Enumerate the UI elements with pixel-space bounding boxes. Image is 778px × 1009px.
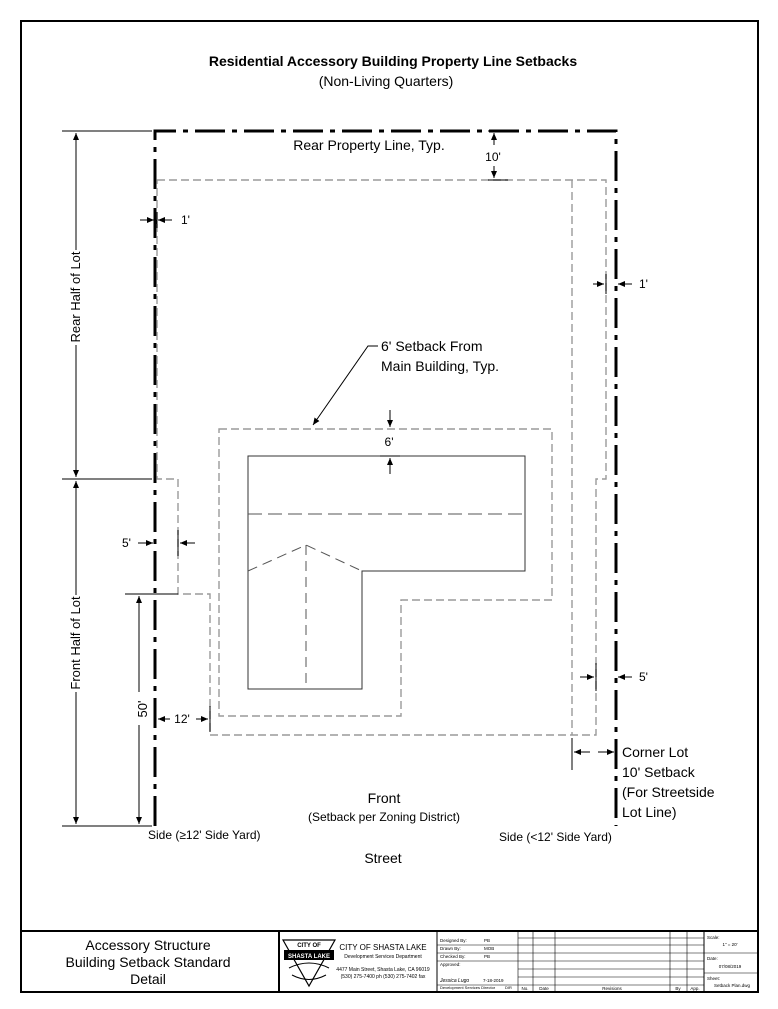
approver-name: Jessica Lugo: [439, 978, 469, 984]
approved-label: Approved:: [440, 962, 461, 967]
twelve-ft-label: 12': [174, 712, 190, 726]
five-ft-right-label: 5': [639, 670, 648, 684]
drawn-by-value: MOB: [484, 946, 494, 951]
six-ft-setback-leader: [312, 345, 378, 426]
rev-by-header: By: [675, 986, 681, 991]
city-phone: (530) 275-7400 ph (530) 275-7402 fax: [341, 974, 426, 980]
date-label: Date:: [707, 956, 718, 961]
rear-half-label: Rear Half of Lot: [68, 251, 83, 342]
city-address: 4477 Main Street, Shasta Lake, CA 96019: [336, 967, 430, 973]
main-building: [247, 455, 526, 690]
street-label: Street: [364, 850, 401, 866]
accessory-setback-envelope: [156, 179, 607, 736]
front-half-label: Front Half of Lot: [68, 596, 83, 690]
corner-lot-label-line1: Corner Lot: [622, 744, 688, 760]
corner-lot-label-line3: (For Streetside: [622, 784, 715, 800]
main-building-hip-roof: [247, 544, 363, 572]
sheet-border: [20, 20, 759, 993]
drawing-title: Residential Accessory Building Property …: [209, 53, 577, 69]
one-ft-right-label: 1': [639, 277, 648, 291]
drawn-by-label: Drawn By:: [440, 946, 461, 951]
six-ft-setback-label-line2: Main Building, Typ.: [381, 358, 499, 374]
checked-by-label: Checked By:: [440, 954, 466, 959]
side-left-label: Side (≥12' Side Yard): [148, 828, 261, 842]
corner-lot-label-line2: 10' Setback: [622, 764, 696, 780]
scale-value: 1" = 20': [722, 942, 737, 947]
checked-by-value: PB: [484, 954, 490, 959]
city-name: CITY OF SHASTA LAKE: [339, 943, 426, 952]
rev-app-header: App.: [690, 986, 699, 991]
tb-title-line2: Building Setback Standard: [66, 954, 231, 970]
rev-no-header: No.: [521, 986, 528, 991]
designed-by-label: Designed By:: [440, 938, 467, 943]
date-value: 07/08/2019: [719, 964, 742, 969]
one-ft-left-label: 1': [181, 213, 190, 227]
property-line: [153, 129, 618, 826]
front-setback-label: (Setback per Zoning District): [308, 810, 460, 824]
department-name: Development Services Department: [344, 954, 422, 960]
approved-date: 7-18-2019: [483, 978, 504, 983]
five-ft-left-label: 5': [122, 536, 131, 550]
scale-label: Scale:: [707, 935, 720, 940]
approver-no: DIR: [505, 985, 512, 990]
ten-ft-label: 10': [485, 150, 501, 164]
corner-lot-label-line4: Lot Line): [622, 804, 676, 820]
tb-title-line3: Detail: [130, 971, 166, 987]
front-label: Front: [368, 790, 401, 806]
rev-revisions-header: Revisions: [602, 986, 622, 991]
approver-title: Development Services Director: [440, 985, 496, 990]
logo-text-mid: SHASTA LAKE: [288, 954, 330, 960]
drawing-subtitle: (Non-Living Quarters): [319, 73, 454, 89]
logo-text-top: CITY OF: [297, 943, 321, 949]
six-ft-label: 6': [385, 435, 394, 449]
six-ft-setback-label-line1: 6' Setback From: [381, 338, 483, 354]
sheet-label: Sheet:: [707, 976, 720, 981]
fifty-ft-label: 50': [135, 701, 150, 718]
rear-property-line-label: Rear Property Line, Typ.: [293, 137, 444, 153]
designed-by-value: PB: [484, 938, 490, 943]
revisions-grid: [518, 931, 704, 992]
designer-box: [437, 931, 519, 992]
city-logo: CITY OF SHASTA LAKE: [281, 939, 337, 988]
tb-title-line1: Accessory Structure: [85, 937, 210, 953]
main-building-setback-line: [218, 428, 553, 717]
side-right-label: Side (<12' Side Yard): [499, 830, 612, 844]
sheet-value: Setback Plan.dwg: [714, 983, 751, 988]
rev-date-header: Date: [539, 986, 549, 991]
